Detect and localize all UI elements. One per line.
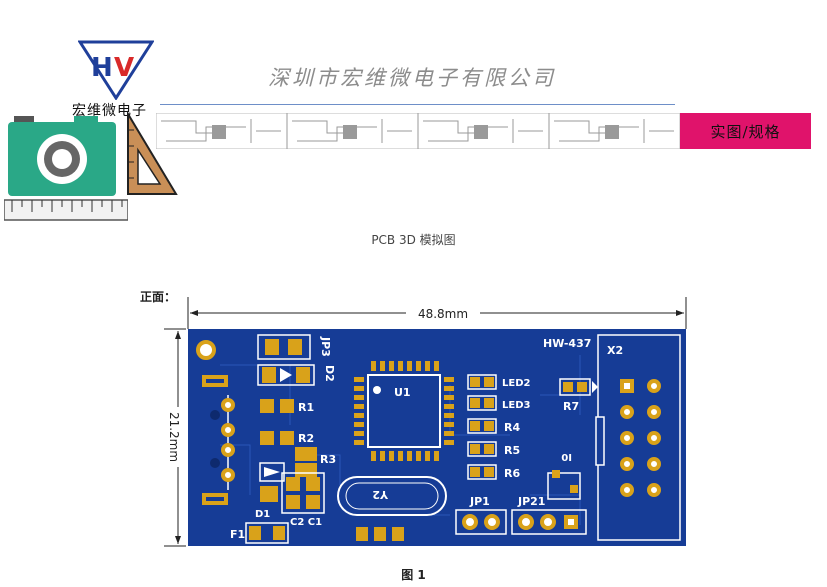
pcb-drawing: 48.8mm 21.2mm JP3 D2 R1 R2 R3: [164, 297, 687, 547]
height-dimension: 21.2mm: [167, 412, 181, 462]
r7-label: R7: [563, 400, 579, 413]
led2-label: LED2: [502, 378, 531, 389]
figure-caption: 图 1: [401, 568, 426, 582]
set-square-icon: [127, 110, 178, 195]
d2-label: D2: [323, 365, 336, 382]
svg-text:H: H: [91, 53, 113, 83]
front-side-label: 正面：: [140, 290, 177, 304]
r2-label: R2: [298, 432, 314, 445]
width-dimension: 48.8mm: [418, 307, 468, 321]
ic-label: I0: [561, 451, 572, 462]
company-logo: H V: [78, 40, 154, 100]
r6-label: R6: [504, 467, 520, 480]
d1-label: D1: [255, 509, 270, 520]
company-name: 深圳市宏维微电子有限公司: [268, 66, 556, 90]
jp1-label: JP1: [469, 495, 490, 508]
specs-tab[interactable]: 实图/规格: [680, 113, 811, 149]
c2-c1-label: C2 C1: [290, 517, 322, 528]
y2-label: Y2: [372, 488, 389, 501]
jp21-label: JP21: [517, 495, 545, 508]
svg-text:V: V: [114, 53, 134, 83]
r5-label: R5: [504, 444, 520, 457]
circuit-pattern-banner: [156, 113, 680, 149]
jp3-label: JP3: [319, 336, 332, 357]
camera-icon: [4, 116, 128, 221]
f1-label: F1: [230, 528, 245, 541]
model-label: HW-437: [543, 337, 591, 350]
led3-label: LED3: [502, 400, 531, 411]
x2-label: X2: [607, 344, 623, 357]
u1-label: U1: [394, 386, 411, 399]
r4-label: R4: [504, 421, 520, 434]
header-divider: [160, 104, 675, 105]
r3-label: R3: [320, 453, 336, 466]
pcb-subtitle: PCB 3D 模拟图: [371, 233, 456, 247]
r1-label: R1: [298, 401, 314, 414]
